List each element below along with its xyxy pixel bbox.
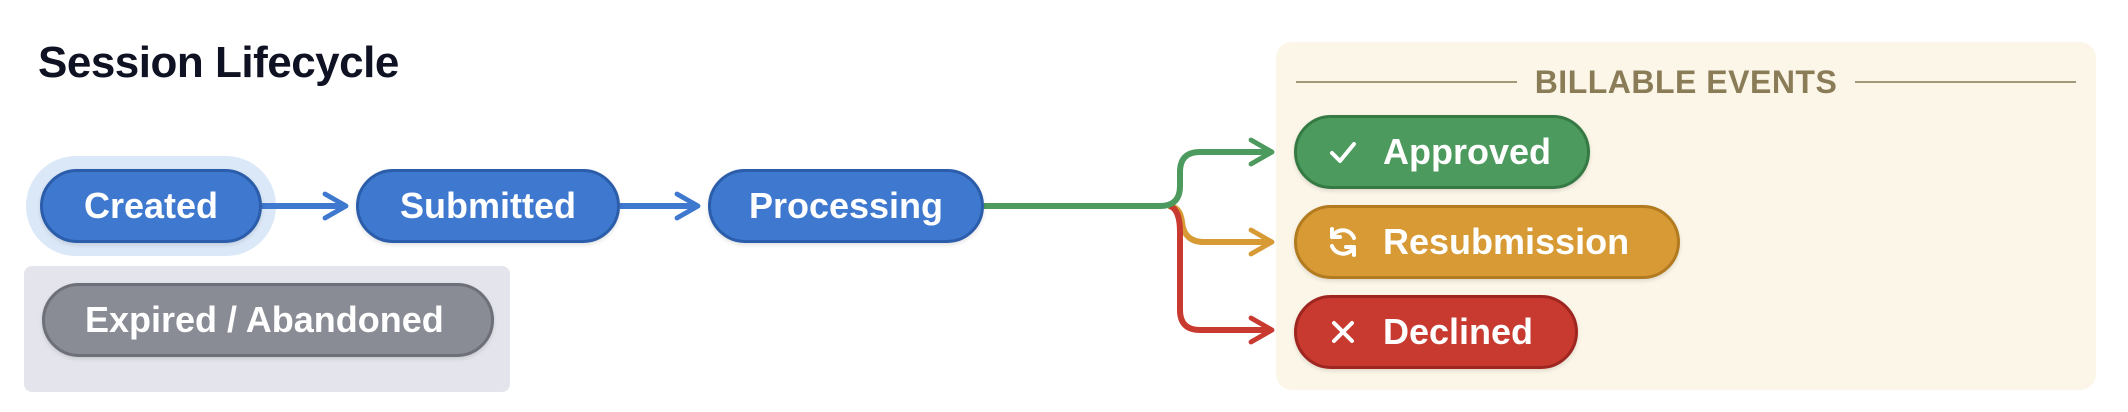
check-icon — [1323, 132, 1363, 172]
diagram-title: Session Lifecycle — [38, 38, 399, 87]
header-rule-left — [1296, 81, 1517, 83]
billable-events-header: BILLABLE EVENTS — [1296, 62, 2076, 102]
node-approved[interactable]: Approved — [1294, 115, 1590, 189]
close-icon — [1323, 312, 1363, 352]
node-created-label: Created — [83, 185, 219, 226]
node-approved-label: Approved — [1383, 131, 1552, 172]
header-rule-right — [1855, 81, 2076, 83]
node-expired-label: Expired / Abandoned — [85, 299, 444, 340]
node-submitted[interactable]: Submitted — [356, 169, 620, 243]
refresh-icon — [1323, 222, 1363, 262]
edge-processing-to-approved — [984, 137, 1275, 209]
node-resubmission[interactable]: Resubmission — [1294, 205, 1680, 279]
node-declined[interactable]: Declined — [1294, 295, 1578, 369]
node-submitted-label: Submitted — [400, 185, 576, 226]
node-processing-label: Processing — [748, 185, 944, 226]
node-processing[interactable]: Processing — [708, 169, 984, 243]
node-declined-label: Declined — [1383, 311, 1534, 352]
billable-events-label: BILLABLE EVENTS — [1534, 63, 1838, 100]
node-created[interactable]: Created — [40, 169, 262, 243]
edge-processing-to-resubmission — [1167, 203, 1275, 257]
node-resubmission-label: Resubmission — [1383, 221, 1630, 262]
edge-processing-to-declined — [1168, 203, 1275, 345]
node-expired-abandoned[interactable]: Expired / Abandoned — [42, 283, 494, 357]
